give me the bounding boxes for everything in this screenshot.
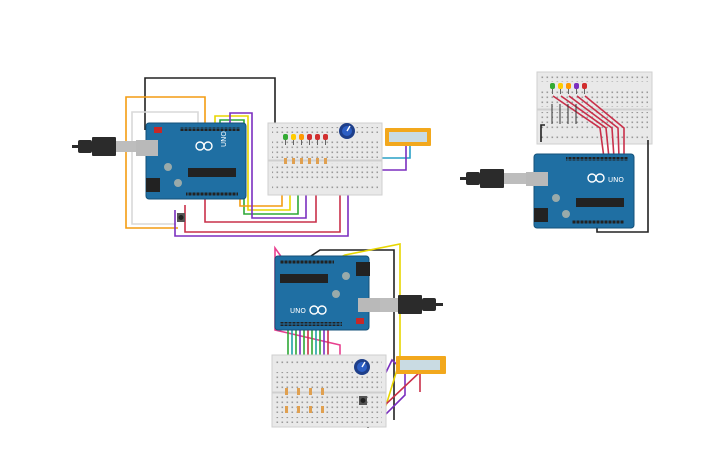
usb-plug-right[interactable] <box>460 169 528 188</box>
potentiometer-top-left[interactable] <box>339 123 355 139</box>
board-label: UNO <box>220 131 228 147</box>
led[interactable] <box>291 134 296 145</box>
wire-white[interactable] <box>131 111 199 225</box>
led[interactable] <box>299 134 304 145</box>
led[interactable] <box>307 134 312 145</box>
wire-yellow[interactable] <box>214 115 291 211</box>
lcd-display-bottom[interactable] <box>396 356 446 374</box>
wire-red[interactable] <box>584 95 625 158</box>
wire-black[interactable] <box>540 124 545 142</box>
board-label: UNO <box>608 176 624 184</box>
circuit-right: UNO <box>460 71 653 233</box>
circuit-bottom: UNO <box>271 243 446 428</box>
wire-black-2[interactable] <box>596 140 649 233</box>
wire-black-3[interactable] <box>551 104 577 124</box>
lcd-display-top-left[interactable] <box>385 128 431 146</box>
led-row-right <box>550 83 587 94</box>
arduino-uno-right[interactable]: UNO <box>526 153 635 229</box>
wire-red[interactable] <box>568 95 615 159</box>
resistor-row-bottom <box>285 388 324 413</box>
led-row-top-left <box>283 134 328 145</box>
pushbutton-bottom[interactable] <box>359 396 367 405</box>
arduino-uno-bottom[interactable]: UNO <box>274 255 380 331</box>
wire-group-right <box>540 95 649 233</box>
potentiometer-bottom[interactable] <box>354 359 370 375</box>
led[interactable] <box>550 83 555 94</box>
wire-pink[interactable] <box>274 245 341 360</box>
wire-orange[interactable] <box>125 96 206 229</box>
wire-red[interactable] <box>204 178 317 223</box>
usb-plug-top-left[interactable] <box>72 137 136 156</box>
circuit-top-left: UNO <box>72 77 431 237</box>
wire-red[interactable] <box>552 95 605 159</box>
board-label: UNO <box>290 307 306 315</box>
usb-plug-bottom[interactable] <box>380 295 443 314</box>
wire-black[interactable] <box>144 77 276 130</box>
led[interactable] <box>566 83 571 94</box>
pushbutton[interactable] <box>177 213 185 222</box>
led[interactable] <box>323 134 328 145</box>
led[interactable] <box>582 83 587 94</box>
wire-red[interactable] <box>384 370 421 406</box>
led[interactable] <box>574 83 579 94</box>
resistor-row-top-left <box>284 158 327 164</box>
wire-red[interactable] <box>576 95 620 159</box>
led[interactable] <box>315 134 320 145</box>
breadboard-right[interactable] <box>536 71 653 145</box>
wire-purple[interactable] <box>229 112 307 219</box>
led[interactable] <box>558 83 563 94</box>
led[interactable] <box>283 134 288 145</box>
arduino-uno-top-left[interactable]: UNO <box>136 122 247 200</box>
